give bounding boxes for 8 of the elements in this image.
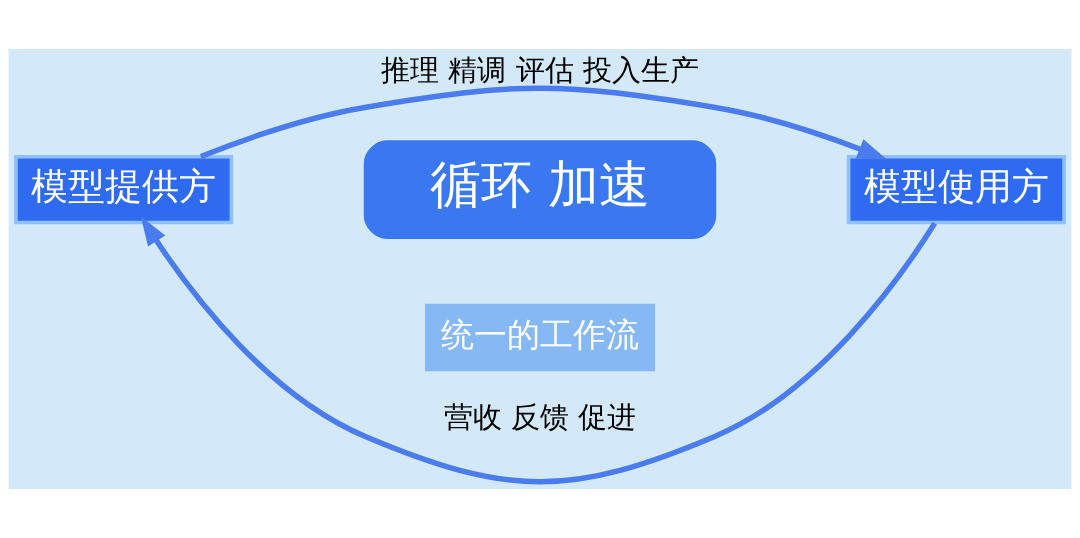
arrow xyxy=(140,216,938,485)
arrow xyxy=(199,85,887,160)
edge-label: 营收 反馈 促进 xyxy=(443,399,637,434)
node-box: 模型提供方 xyxy=(14,154,234,225)
node-box: 循环 加速 xyxy=(363,140,717,239)
edge-label: 推理 精调 评估 投入生产 xyxy=(381,52,699,87)
node-box: 统一的工作流 xyxy=(424,303,656,372)
node-box: 模型使用方 xyxy=(846,154,1066,225)
